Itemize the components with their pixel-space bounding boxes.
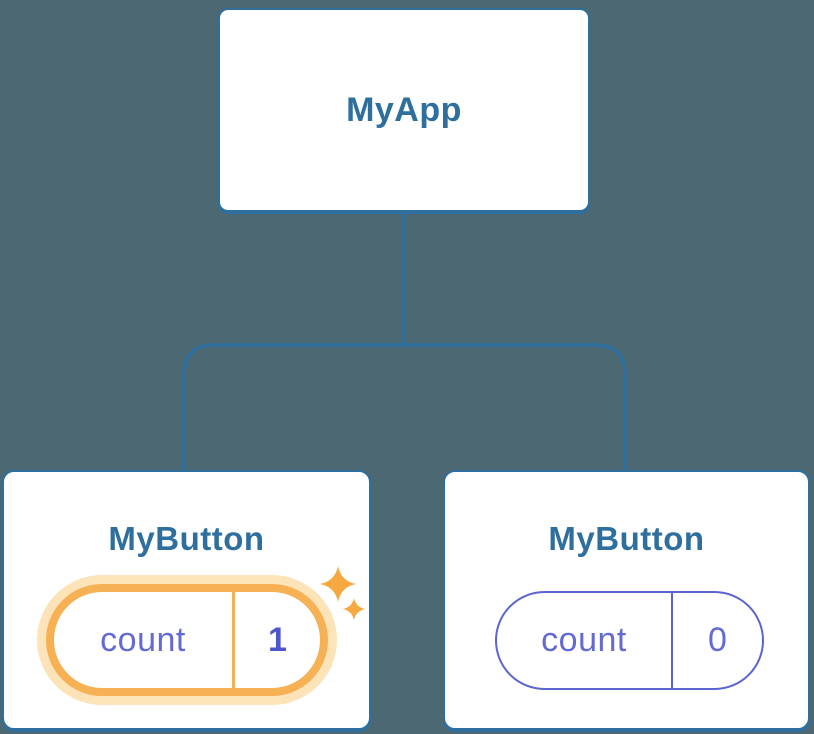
connector-branch-bracket <box>182 343 627 471</box>
state-key: count <box>100 620 186 659</box>
state-value: 0 <box>708 621 727 659</box>
pill-divider <box>671 593 673 688</box>
component-node-myapp: MyApp <box>218 8 590 212</box>
node-label: MyApp <box>346 91 462 129</box>
state-value: 1 <box>268 620 287 659</box>
pill-divider <box>232 592 235 688</box>
state-pill: count 0 <box>495 591 764 690</box>
sparkles-icon <box>320 566 365 620</box>
state-key: count <box>541 621 627 659</box>
node-label: MyButton <box>548 520 705 557</box>
state-pill-highlighted: count 1 <box>46 584 328 696</box>
component-node-mybutton-updated: MyButton count 1 <box>2 470 371 730</box>
node-label: MyButton <box>108 520 265 557</box>
component-node-mybutton: MyButton count 0 <box>443 470 810 730</box>
